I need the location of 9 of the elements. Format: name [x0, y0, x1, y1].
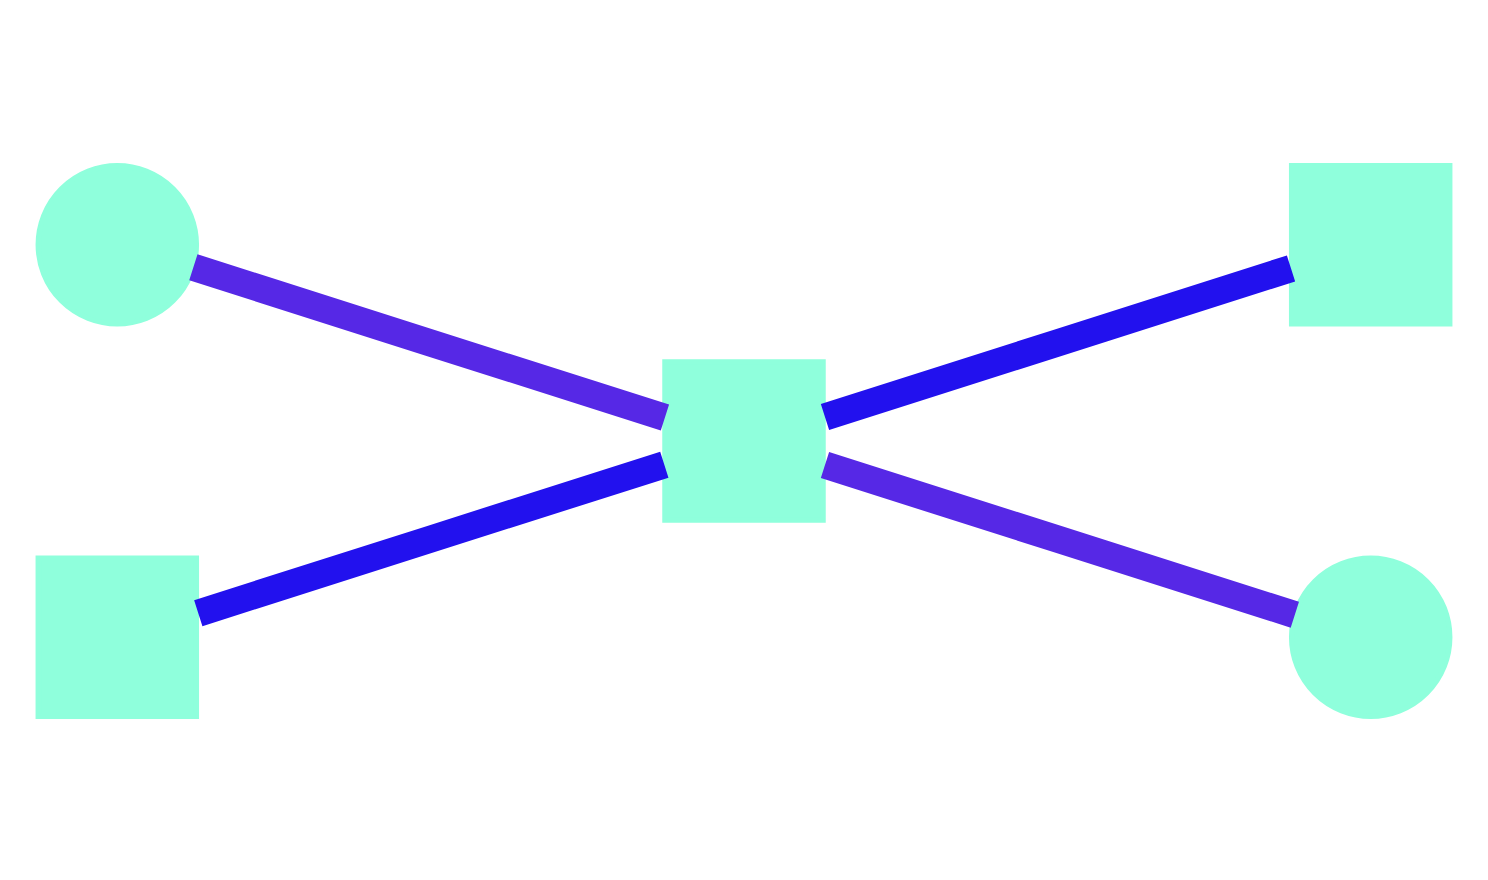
- connector: [194, 450, 669, 626]
- node-box: [1288, 162, 1453, 326]
- connector: [820, 254, 1296, 429]
- node-circle: [35, 162, 200, 326]
- node-box: [662, 358, 826, 522]
- node-circle: [1288, 554, 1453, 718]
- connector: [820, 451, 1299, 627]
- connector: [189, 253, 670, 430]
- node-box: [35, 554, 200, 718]
